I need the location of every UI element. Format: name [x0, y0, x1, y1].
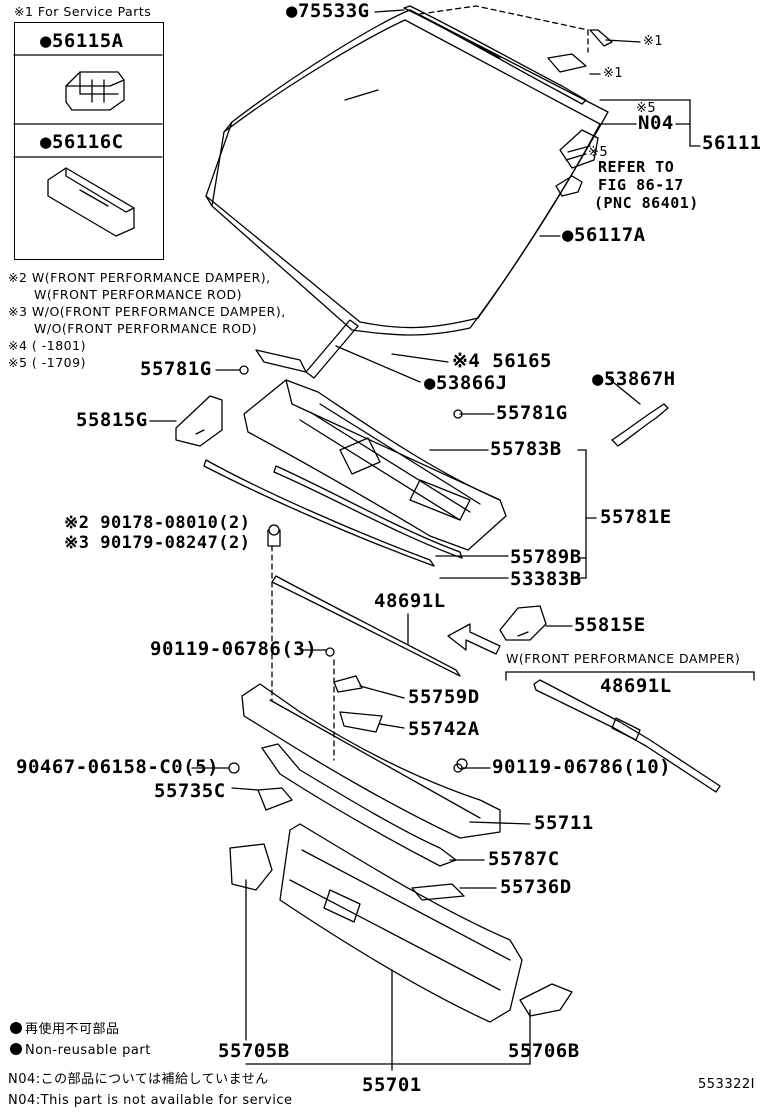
part-55783b: 55783B [490, 438, 562, 460]
part-55711: 55711 [534, 812, 594, 834]
wire-53867h-drawing [611, 403, 669, 447]
legend-jp-n04: N04:この部品については補給していません [8, 1072, 269, 1087]
kit-part-56115a: ●56115A [40, 30, 124, 52]
part-53867h: ●53867H [592, 368, 676, 390]
bracket-55815e-drawing [499, 605, 547, 641]
part-55705b: 55705B [218, 1040, 290, 1062]
part-55781e: 55781E [600, 506, 672, 528]
damper-rod-48691l-drawing [505, 671, 755, 793]
bracket-55759d [333, 675, 363, 693]
clip-56115a-drawing [65, 71, 125, 111]
legend-en-reuse: Non-reusable part [10, 1043, 151, 1057]
part-55789b: 55789B [510, 546, 582, 568]
part-90467: 90467-06158-C0(5) [16, 756, 219, 778]
note-4: ※4 ( -1801) [8, 338, 86, 353]
bolt-90119-a [325, 647, 335, 657]
part-56117a: ●56117A [562, 224, 646, 246]
part-75533g: ●75533G [286, 0, 370, 22]
cowl-panel-55701-drawing [229, 823, 573, 1023]
part-55781g-top: 55781G [140, 358, 212, 380]
figure-id: 553322I [698, 1077, 755, 1092]
note-3-line2: W/O(FRONT PERFORMANCE ROD) [34, 321, 258, 336]
part-56111: 56111 [702, 132, 760, 154]
mark-5-bottom: ※5 [588, 145, 609, 160]
windshield-glass-drawing [205, 9, 609, 336]
service-kit-box [14, 22, 164, 260]
service-parts-note: ※1 For Service Parts [14, 4, 152, 19]
part-90119-3: 90119-06786(3) [150, 638, 318, 660]
legend-jp-reuse: 再使用不可部品 [10, 1022, 120, 1036]
refer-line-1: REFER TO [598, 158, 675, 176]
cowl-louver-55781e-drawing [243, 319, 507, 551]
note-2-line1: ※2 W(FRONT PERFORMANCE DAMPER), [8, 270, 271, 285]
note-3-line1: ※3 W/O(FRONT PERFORMANCE DAMPER), [8, 304, 286, 319]
part-90119-10: 90119-06786(10) [492, 756, 672, 778]
legend-en-n04: N04:This part is not available for servi… [8, 1093, 293, 1108]
note-2-line2: W(FRONT PERFORMANCE ROD) [34, 287, 243, 302]
leader-lines [149, 9, 701, 1071]
bracket-55815g-drawing [175, 395, 223, 447]
refer-line-3: (PNC 86401) [594, 194, 699, 212]
part-55815e: 55815E [574, 614, 646, 636]
part-55735c: 55735C [154, 780, 226, 802]
legend-dot-icon [10, 1022, 22, 1034]
pad-56116c-drawing [47, 167, 135, 237]
refer-line-2: FIG 86-17 [598, 176, 684, 194]
mark-1-clip: ※1 [643, 34, 664, 49]
part-55759d: 55759D [408, 686, 480, 708]
part-55706b: 55706B [508, 1040, 580, 1062]
kit-part-56116c: ●56116C [40, 131, 124, 153]
bolt-90119-b [453, 763, 463, 773]
bracket-n04-drawing [555, 129, 599, 197]
clip-55781g-a [239, 365, 249, 375]
note-5: ※5 ( -1709) [8, 355, 86, 370]
part-90179: ※3 90179-08247(2) [64, 533, 251, 553]
damper-variant-note: W(FRONT PERFORMANCE DAMPER) [506, 651, 741, 666]
mark-5-top: ※5 [636, 101, 657, 116]
part-48691l-main: 48691L [374, 590, 446, 612]
pad-55742a [339, 711, 383, 733]
direction-arrow [447, 623, 501, 655]
part-90178: ※2 90178-08010(2) [64, 513, 251, 533]
molding-75533g-drawing [403, 5, 613, 105]
part-55815g: 55815G [76, 409, 148, 431]
part-53866j: ●53866J [424, 372, 508, 394]
part-55742a: 55742A [408, 718, 480, 740]
legend-dot-icon [10, 1043, 22, 1055]
mark-1-pad: ※1 [603, 66, 624, 81]
part-53383b: 53383B [510, 568, 582, 590]
part-n04: N04 [638, 112, 674, 134]
part-48691l-damper: 48691L [600, 675, 672, 697]
clip-90467 [228, 762, 240, 774]
seal-strips-drawing [203, 459, 463, 677]
part-56165: ※4 56165 [452, 350, 552, 372]
part-55781g-right: 55781G [496, 402, 568, 424]
part-55701: 55701 [362, 1074, 422, 1096]
part-55787c: 55787C [488, 848, 560, 870]
part-55736d: 55736D [500, 876, 572, 898]
